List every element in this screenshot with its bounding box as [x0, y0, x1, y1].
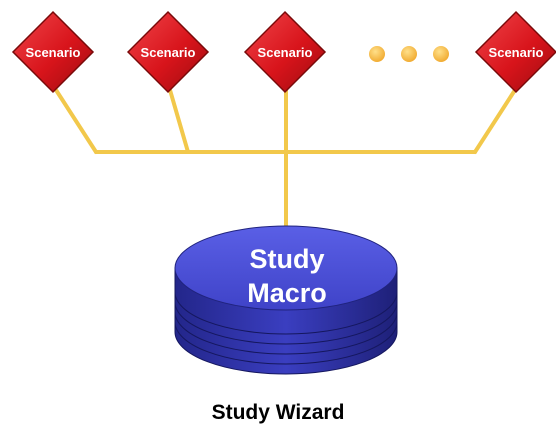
connector-scenario-2 [168, 88, 190, 154]
scenario-label: Scenario [489, 45, 544, 60]
study-macro-stack: Study Macro [174, 225, 398, 375]
scenario-node-2: Scenario [126, 10, 210, 94]
scenario-label: Scenario [141, 45, 196, 60]
ellipsis-dots [369, 46, 449, 62]
disk-layer-1 [174, 225, 398, 335]
ellipsis-dot [401, 46, 417, 62]
ellipsis-dot [369, 46, 385, 62]
stack-label-line2: Macro [247, 278, 327, 308]
stack-label-line1: Study [249, 244, 324, 274]
diagram-caption: Study Wizard [211, 401, 345, 424]
connector-scenario-4 [473, 88, 517, 154]
ellipsis-dot [433, 46, 449, 62]
scenario-node-3: Scenario [243, 10, 327, 94]
connector-scenario-1 [54, 88, 98, 154]
scenario-label: Scenario [26, 45, 81, 60]
scenario-label: Scenario [258, 45, 313, 60]
connector-lines [54, 88, 517, 240]
scenario-node-4: Scenario [474, 10, 556, 94]
disk-top [174, 225, 398, 311]
scenario-node-1: Scenario [11, 10, 95, 94]
